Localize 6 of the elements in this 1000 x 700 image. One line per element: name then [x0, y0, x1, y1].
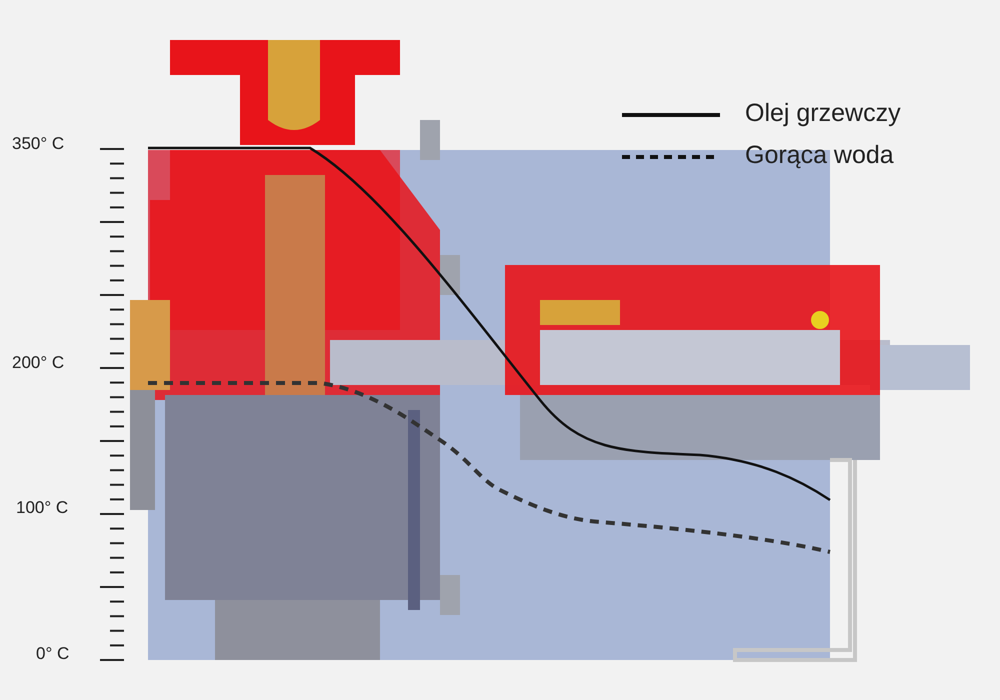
legend-text: Gorąca woda: [745, 141, 894, 170]
axis-tick-label: 0° C: [36, 644, 70, 664]
axis-tick-label: 200° C: [12, 353, 64, 373]
axis-tick-label: 100° C: [16, 498, 68, 518]
legend-text: Olej grzewczy: [745, 99, 901, 128]
axis-tick-label: 350° C: [12, 134, 64, 154]
